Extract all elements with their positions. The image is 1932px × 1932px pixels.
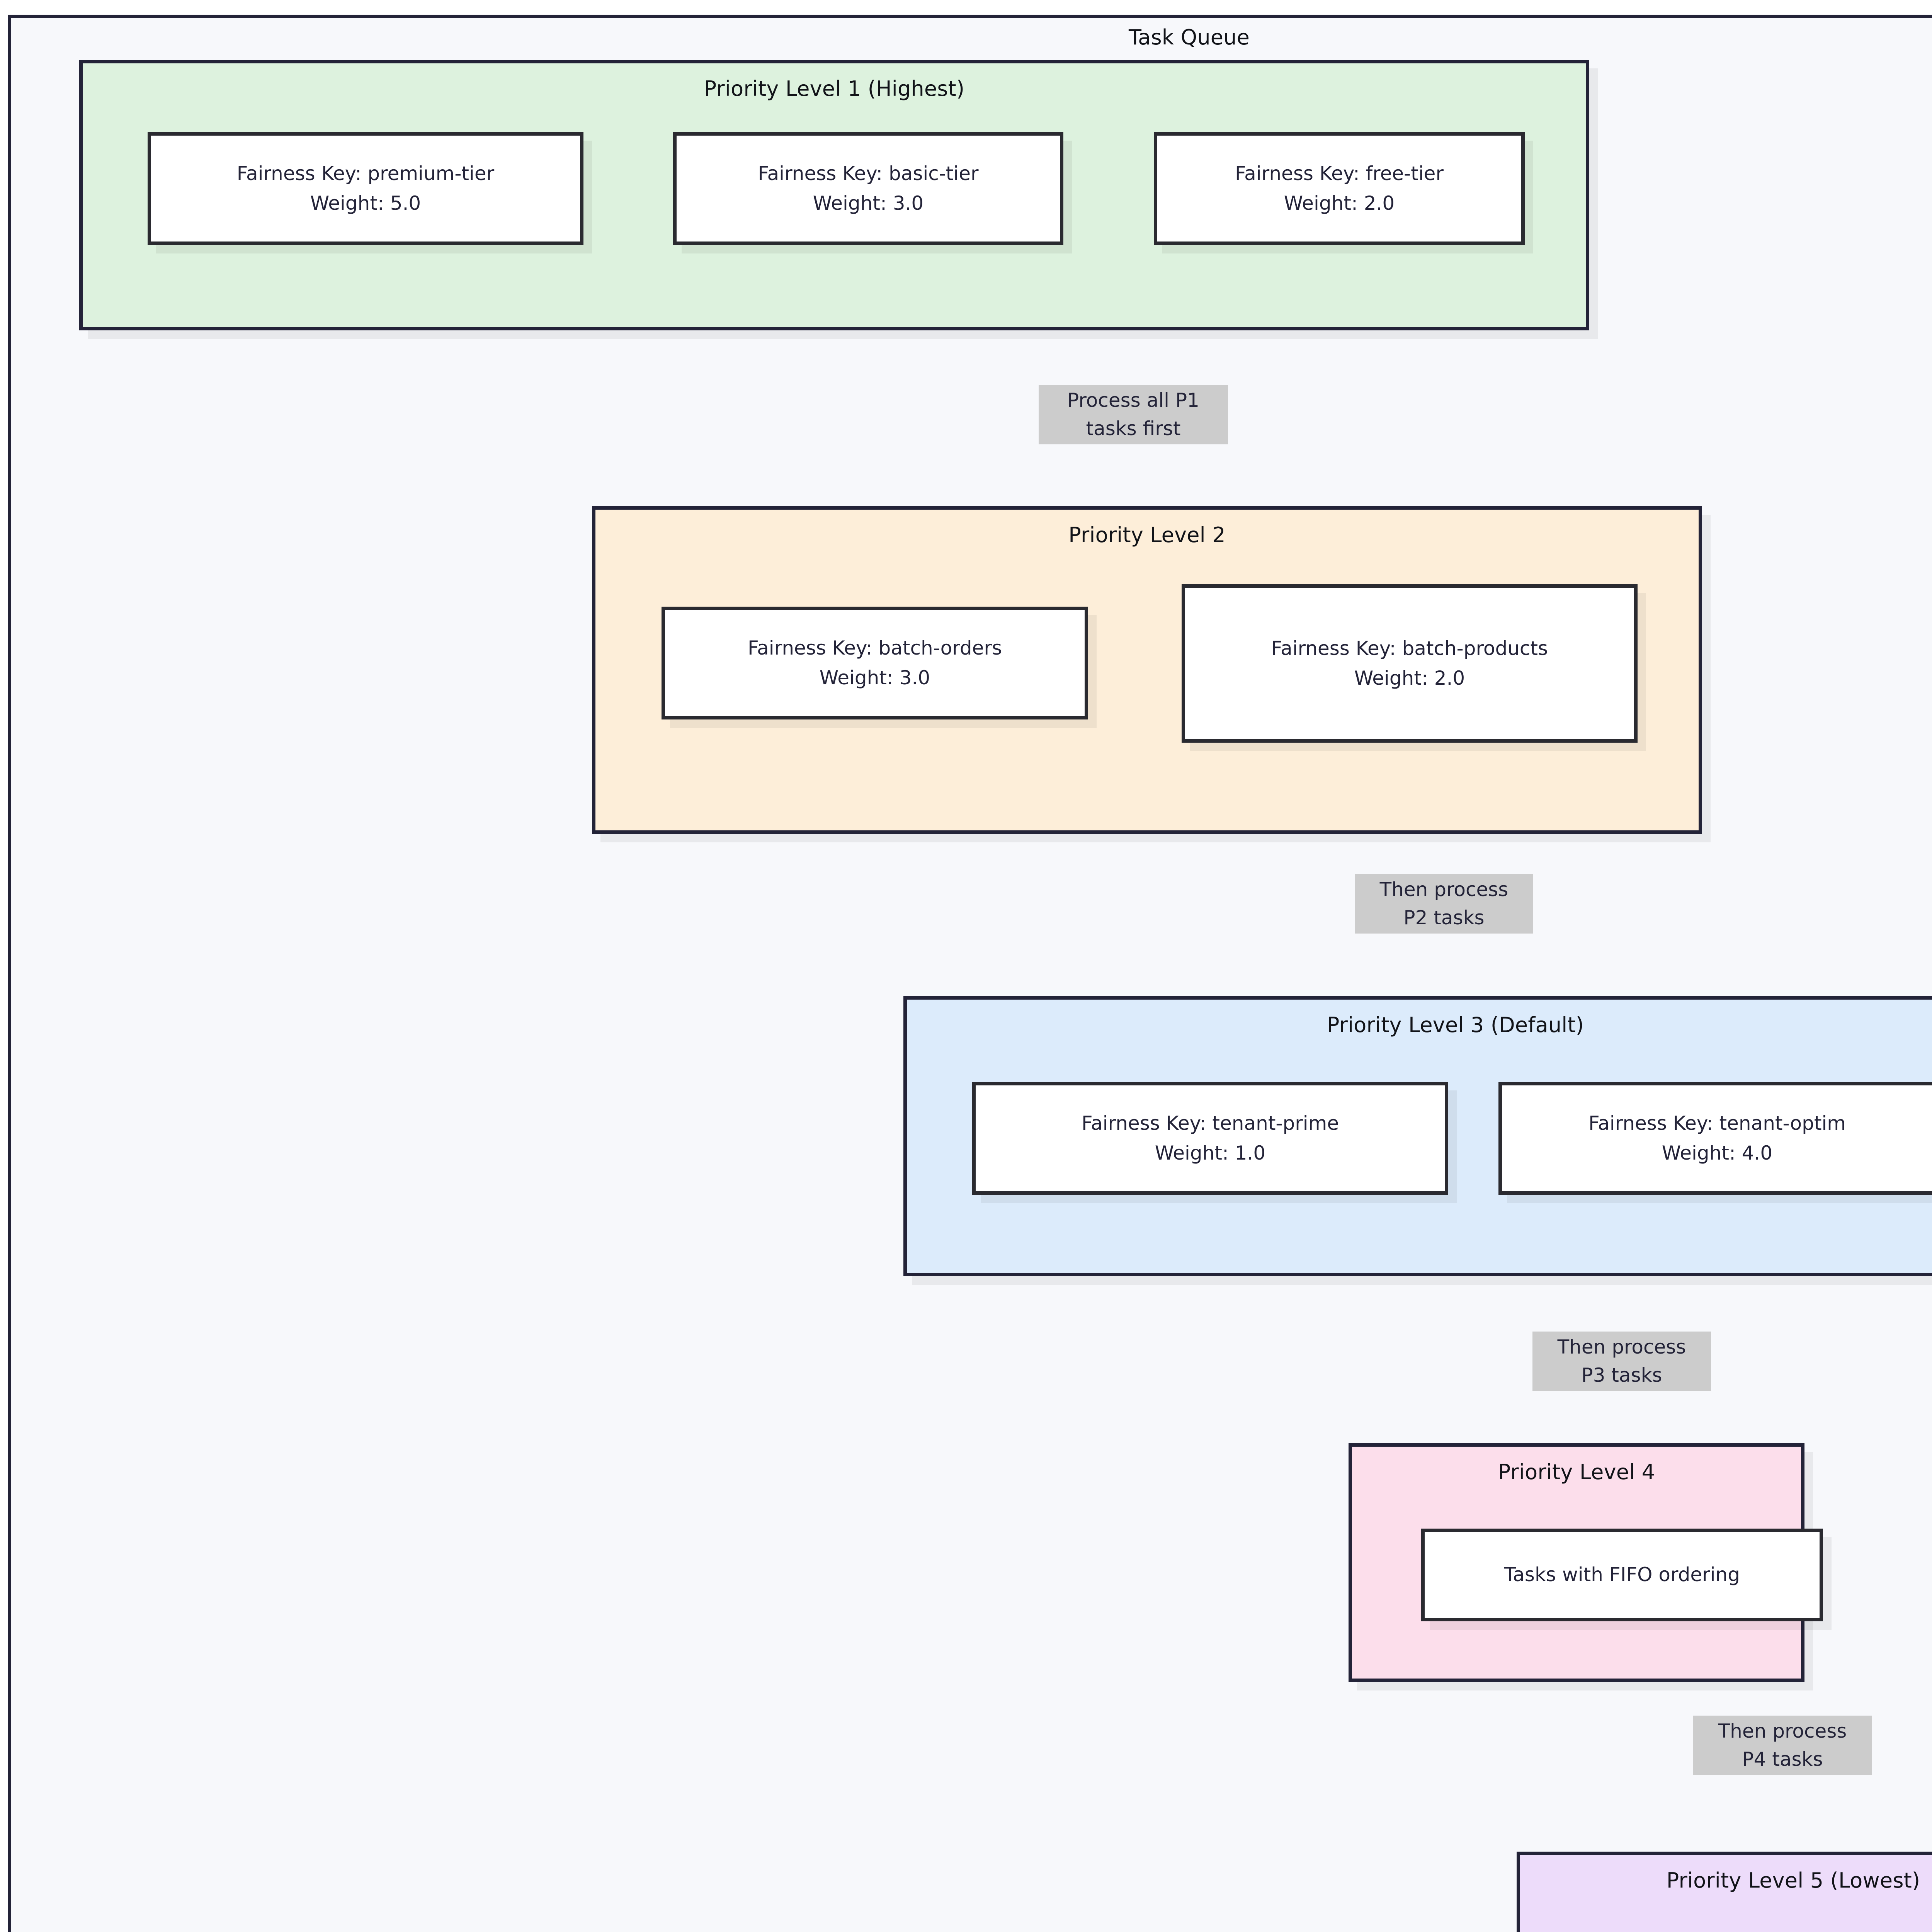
edge-label-line1: Then process <box>1718 1720 1847 1742</box>
cluster-title-priority-level-2: Priority Level 2 <box>1068 523 1226 547</box>
fairness-weight-label: Weight: 4.0 <box>1662 1142 1773 1164</box>
cluster-title-task-queue: Task Queue <box>1128 25 1250 49</box>
fairness-key-box[interactable]: Fairness Key: free-tier Weight: 2.0 <box>1154 132 1525 245</box>
fairness-key-box[interactable]: Fairness Key: premium-tier Weight: 5.0 <box>148 132 583 245</box>
cluster-title-priority-level-1: Priority Level 1 (Highest) <box>704 77 965 101</box>
fairness-weight-label: Weight: 1.0 <box>1155 1142 1266 1164</box>
edge-label-then-process-p4: Then process P4 tasks <box>1693 1716 1872 1775</box>
fairness-key-box[interactable]: Fairness Key: batch-orders Weight: 3.0 <box>662 607 1088 719</box>
fairness-key-label: Fairness Key: premium-tier <box>236 162 495 185</box>
fairness-key-label: Fairness Key: tenant-prime <box>1081 1112 1339 1134</box>
fairness-key-box[interactable]: Fairness Key: batch-products Weight: 2.0 <box>1182 584 1638 743</box>
fifo-tasks-label: Tasks with FIFO ordering <box>1504 1563 1740 1586</box>
fairness-key-label: Fairness Key: batch-orders <box>747 636 1002 659</box>
cluster-title-priority-level-4: Priority Level 4 <box>1498 1460 1655 1484</box>
edge-label-then-process-p3: Then process P3 tasks <box>1532 1332 1711 1391</box>
fairness-weight-label: Weight: 5.0 <box>310 192 421 214</box>
edge-label-line2: P3 tasks <box>1581 1364 1662 1386</box>
fairness-key-box[interactable]: Fairness Key: tenant-prime Weight: 1.0 <box>972 1082 1448 1195</box>
edge-label-line2: P4 tasks <box>1742 1748 1823 1770</box>
fairness-key-label: Fairness Key: free-tier <box>1235 162 1444 185</box>
cluster-title-priority-level-3: Priority Level 3 (Default) <box>1327 1013 1584 1037</box>
edge-label-then-process-p2: Then process P2 tasks <box>1355 874 1533 934</box>
edge-label-line1: Process all P1 <box>1067 389 1199 412</box>
cluster-priority-level-5[interactable]: Priority Level 5 (Lowest) <box>1517 1852 1932 1932</box>
fairness-key-box[interactable]: Fairness Key: tenant-optim Weight: 4.0 <box>1498 1082 1932 1195</box>
fairness-key-label: Fairness Key: basic-tier <box>758 162 979 185</box>
fairness-weight-label: Weight: 3.0 <box>813 192 924 214</box>
edge-label-line2: tasks first <box>1086 417 1181 440</box>
fairness-key-label: Fairness Key: tenant-optim <box>1588 1112 1846 1134</box>
fairness-weight-label: Weight: 2.0 <box>1284 192 1395 214</box>
edge-label-line1: Then process <box>1379 878 1509 901</box>
edge-label-line2: P2 tasks <box>1403 906 1485 929</box>
fifo-tasks-box[interactable]: Tasks with FIFO ordering <box>1421 1529 1823 1621</box>
fairness-key-label: Fairness Key: batch-products <box>1271 637 1548 660</box>
edge-label-line1: Then process <box>1557 1336 1686 1358</box>
fairness-weight-label: Weight: 3.0 <box>819 667 930 689</box>
edge-label-process-all-p1: Process all P1 tasks first <box>1039 385 1228 444</box>
cluster-title-priority-level-5: Priority Level 5 (Lowest) <box>1666 1868 1920 1893</box>
fairness-weight-label: Weight: 2.0 <box>1354 667 1465 689</box>
fairness-key-box[interactable]: Fairness Key: basic-tier Weight: 3.0 <box>673 132 1063 245</box>
